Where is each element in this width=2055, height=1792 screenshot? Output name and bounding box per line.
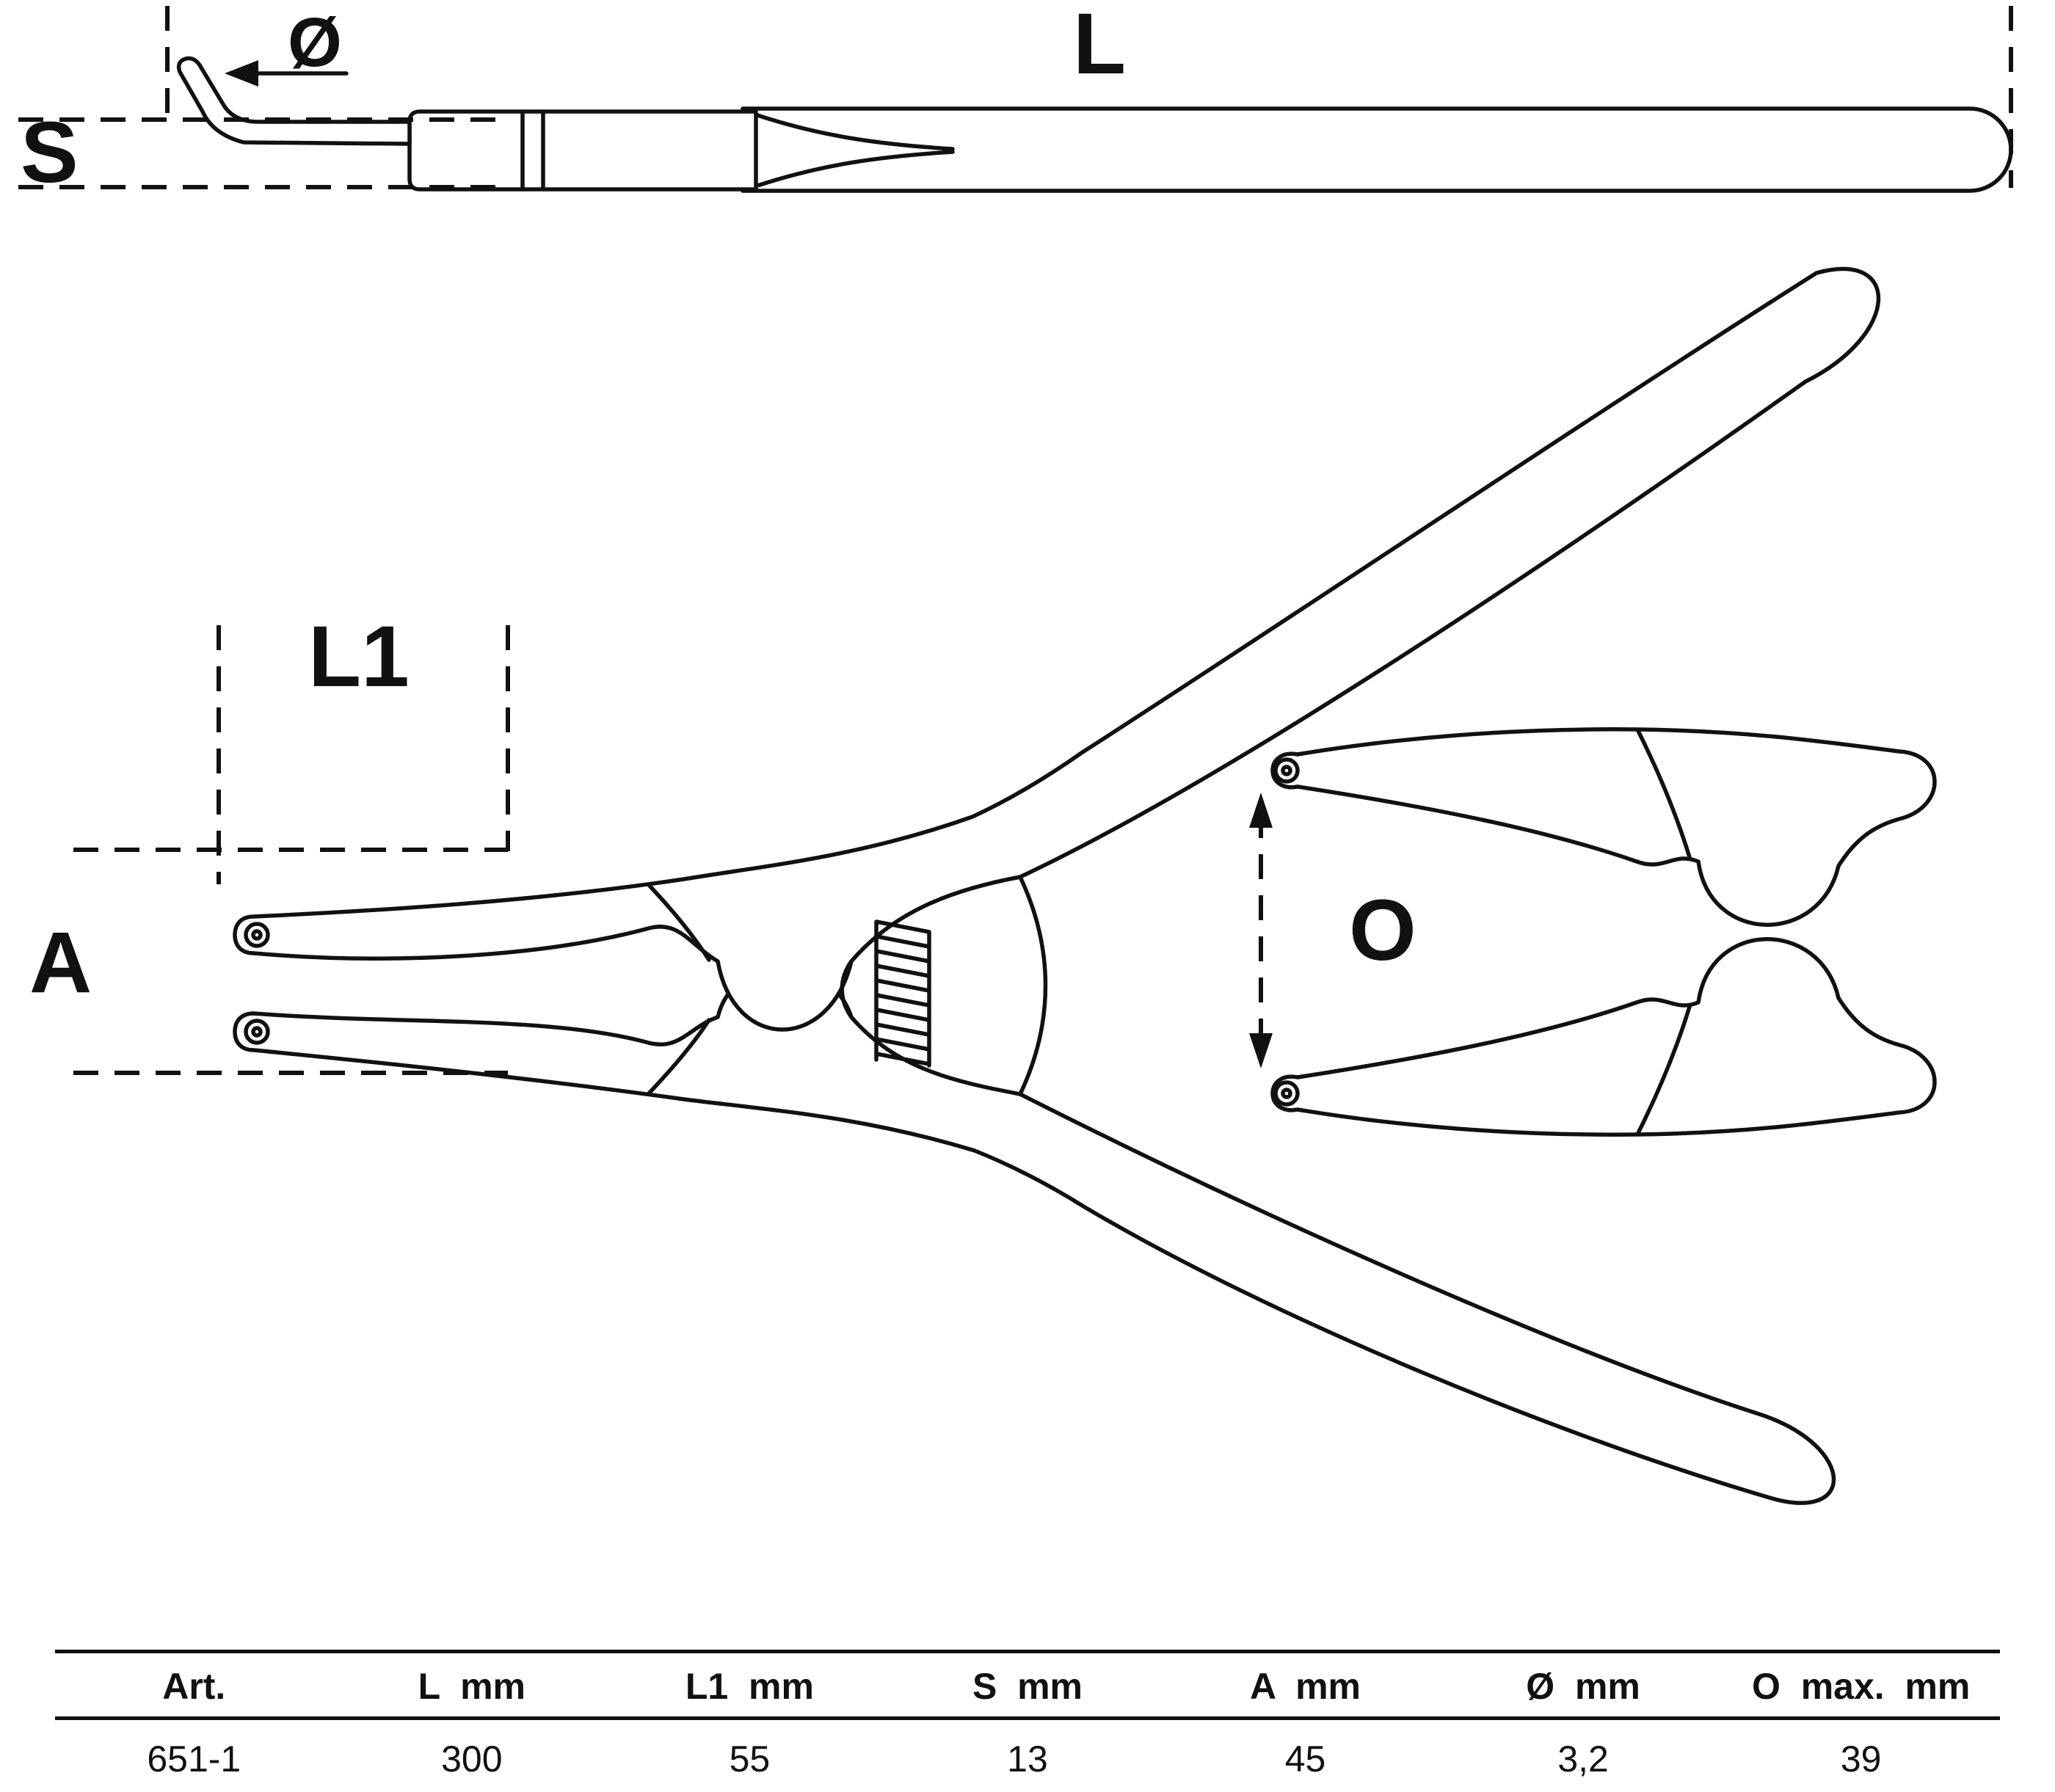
table-header-row: Art. L mm L1 mm S mm A mm Ø mm O max. mm — [55, 1651, 2000, 1720]
col-header-l1: L1 mm — [611, 1651, 889, 1720]
joint-right-curve — [1018, 875, 1048, 1096]
label-S: S — [21, 104, 79, 201]
label-A: A — [29, 914, 92, 1011]
dimension-A: A — [29, 848, 508, 1075]
lower-arm — [233, 965, 1836, 1505]
dimension-S: S — [18, 104, 510, 201]
col-header-diameter: Ø mm — [1444, 1651, 1723, 1720]
detail-view — [1270, 727, 1937, 1137]
upper-arm — [233, 266, 1881, 1032]
dimension-O: O — [1249, 793, 1416, 1068]
upper-jaw-boundary — [647, 883, 711, 962]
dim-O-arrowhead-down — [1249, 1033, 1273, 1068]
upper-tip-eye-dot — [251, 929, 263, 941]
dimension-diameter: Ø — [225, 4, 349, 87]
dim-diameter-arrowhead — [225, 60, 258, 87]
dim-O-arrowhead-up — [1249, 793, 1273, 828]
cell-o-max: 39 — [1840, 1738, 1882, 1780]
col-header-art: Art. — [55, 1651, 333, 1720]
spec-table: Art. L mm L1 mm S mm A mm Ø mm O max. mm… — [55, 1650, 2000, 1786]
col-header-o-max: O max. mm — [1722, 1651, 2000, 1720]
lower-tip-eye-dot — [251, 1026, 263, 1038]
table-row: 651-1 300 55 13 45 3,2 39 — [55, 1719, 2000, 1787]
detail-upper-tip-eye-dot — [1281, 765, 1292, 776]
cell-a: 45 — [1284, 1738, 1326, 1780]
spring-coil — [874, 919, 931, 1068]
spec-table-body: 651-1 300 55 13 45 3,2 39 — [55, 1719, 2000, 1787]
label-diameter: Ø — [288, 4, 342, 81]
cell-s: 13 — [1007, 1738, 1048, 1780]
side-head — [407, 109, 758, 192]
detail-lower-tip-eye — [1273, 1080, 1300, 1107]
cell-diameter: 3,2 — [1557, 1738, 1609, 1780]
lower-jaw-boundary — [647, 1018, 711, 1096]
detail-upper-jaw-boundary — [1636, 729, 1692, 859]
lower-tip-eye — [244, 1019, 270, 1045]
side-jaw-bent-tip — [176, 56, 412, 146]
cell-art: 651-1 — [147, 1738, 241, 1780]
joint-left-curve — [840, 959, 854, 1019]
side-fork-curve-upper — [755, 113, 955, 151]
label-L1: L1 — [308, 608, 410, 705]
side-fork-curve-lower — [755, 150, 955, 188]
col-header-a: A mm — [1166, 1651, 1444, 1720]
detail-upper-arm — [1270, 727, 1937, 927]
side-handle — [741, 106, 2013, 193]
dimension-L1: L1 — [217, 608, 510, 884]
upper-tip-eye — [244, 922, 270, 948]
cell-l: 300 — [441, 1738, 503, 1780]
detail-lower-arm — [1270, 937, 1937, 1137]
detail-lower-tip-eye-dot — [1281, 1088, 1292, 1099]
label-L: L — [1073, 0, 1126, 92]
col-header-s: S mm — [888, 1651, 1167, 1720]
spec-table-header: Art. L mm L1 mm S mm A mm Ø mm O max. mm — [55, 1651, 2000, 1720]
main-view — [233, 266, 1881, 1505]
label-O: O — [1349, 882, 1416, 979]
detail-lower-jaw-boundary — [1636, 1005, 1692, 1135]
cell-l1: 55 — [729, 1738, 771, 1780]
detail-upper-tip-eye — [1273, 757, 1300, 784]
col-header-l: L mm — [332, 1651, 611, 1720]
dimension-L: L — [165, 0, 2013, 188]
